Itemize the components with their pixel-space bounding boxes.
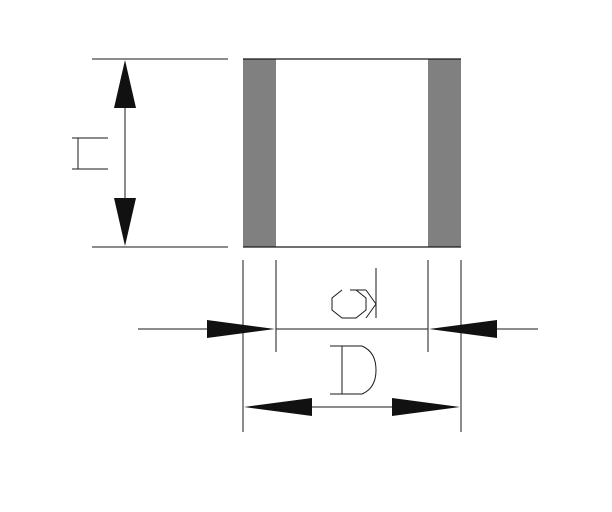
left-wall	[243, 59, 276, 247]
thickness-dimension	[138, 260, 538, 432]
diameter-dimension	[244, 345, 460, 416]
diameter-arrow-left	[244, 398, 312, 416]
delta-icon	[331, 268, 377, 319]
height-arrow-up	[114, 60, 136, 108]
thickness-arrow-left	[207, 320, 275, 338]
height-symbol-icon	[72, 137, 108, 170]
d-symbol-icon	[330, 345, 377, 395]
right-wall	[428, 59, 461, 247]
height-arrow-down	[114, 198, 136, 246]
height-dimension	[72, 58, 228, 248]
diameter-arrow-right	[392, 398, 460, 416]
sleeve-section	[243, 58, 461, 248]
thickness-arrow-right	[429, 320, 497, 338]
